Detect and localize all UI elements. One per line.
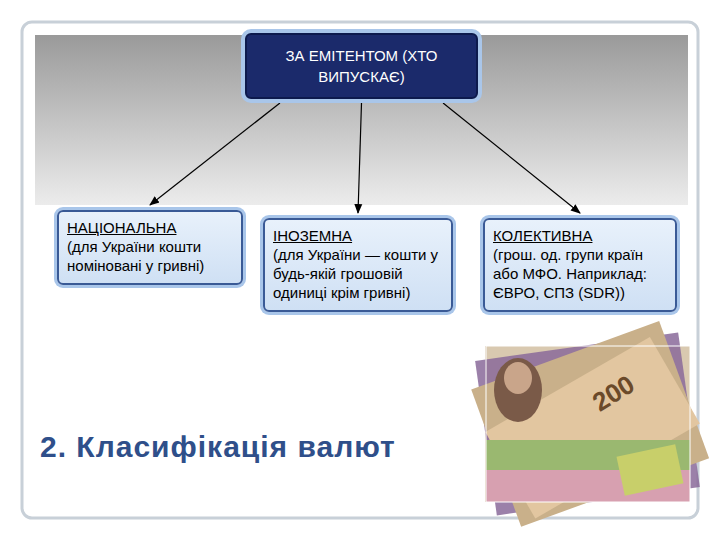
category-box: НАЦІОНАЛЬНА(для України кошти номіновані… [57,210,243,285]
arrow-connector [358,103,362,213]
slide-title: 2. Класифікація валют [40,430,396,464]
box-heading: ЗА ЕМІТЕНТОМ (ХТО ВИПУСКАЄ) [259,45,464,87]
box-heading: КОЛЕКТИВНА [493,226,667,245]
arrow-connector [443,103,580,213]
box-heading: ІНОЗЕМНА [273,226,443,245]
category-box: ІНОЗЕМНА(для України — кошти у будь-якій… [263,218,453,312]
box-body: (для України кошти номіновані у гривні) [67,237,233,275]
criterion-box: ЗА ЕМІТЕНТОМ (ХТО ВИПУСКАЄ) [245,33,478,99]
arrow-connector [150,103,280,205]
box-heading: НАЦІОНАЛЬНА [67,218,233,237]
category-box: КОЛЕКТИВНА(грош. од. групи країн або МФО… [483,218,677,312]
banknotes-photo [471,321,709,527]
slide-frame [22,22,698,518]
box-body: (для України — кошти у будь-якій грошові… [273,245,443,302]
box-body: (грош. од. групи країн або МФО. Наприкла… [493,245,667,302]
